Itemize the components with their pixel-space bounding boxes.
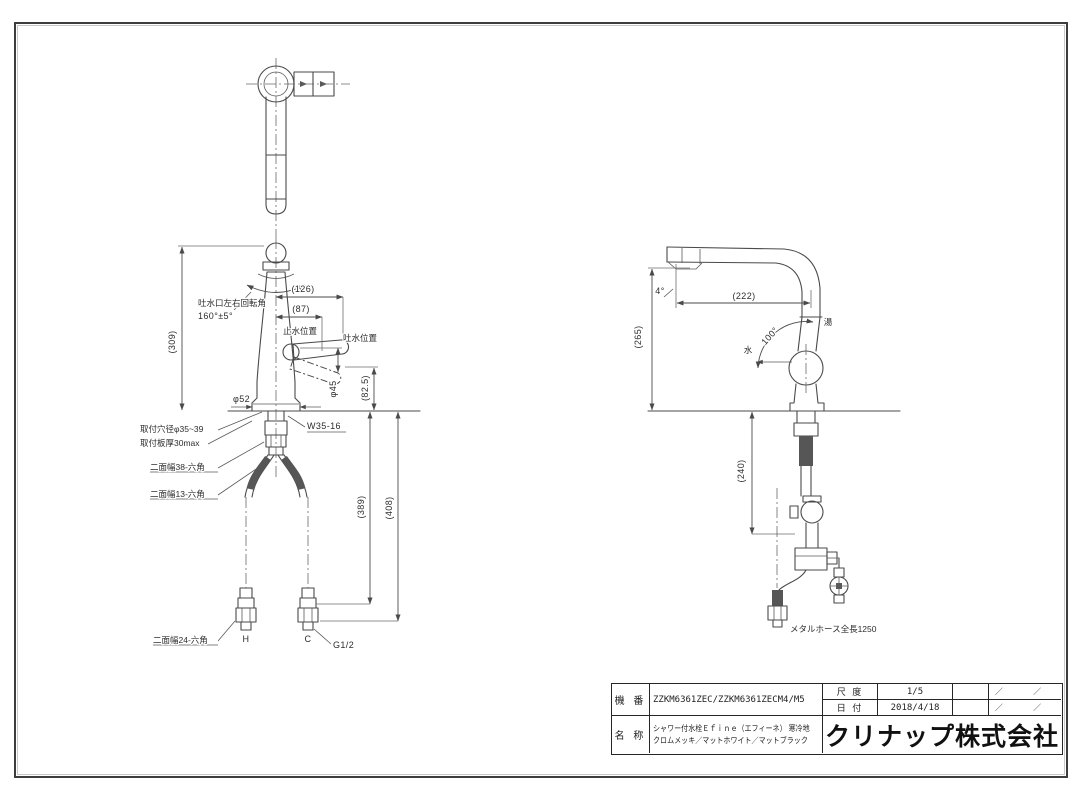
dim-phi45-label: φ45 bbox=[328, 380, 338, 397]
name-label: 名 称 bbox=[614, 731, 647, 742]
hot-water-label: 湯 bbox=[824, 317, 833, 327]
cold-label: C bbox=[305, 634, 312, 644]
title-block: 機 番 ZZKM6361ZEC/ZZKM6361ZECM4/M5 尺 度 1/5… bbox=[611, 683, 1063, 755]
w35-16-label: W35-16 bbox=[307, 421, 341, 431]
mount-thickness-label: 取付板厚30max bbox=[140, 438, 200, 448]
model-number-value: ZZKM6361ZEC/ZZKM6361ZECM4/M5 bbox=[653, 694, 805, 705]
scale-label: 尺 度 bbox=[836, 687, 864, 697]
dim-408-label: (408) bbox=[384, 496, 394, 519]
g12-label: G1/2 bbox=[333, 640, 354, 650]
sheet-border bbox=[14, 22, 1068, 778]
rotation-note-line2: 160°±5° bbox=[198, 311, 233, 321]
discharge-position-label: 吐水位置 bbox=[343, 333, 378, 343]
plan-view bbox=[246, 58, 350, 238]
mount-hole-label: 取付穴径φ35~39 bbox=[140, 424, 204, 434]
hot-connector bbox=[235, 587, 257, 631]
hot-label: H bbox=[243, 634, 250, 644]
scale-value: 1/5 bbox=[906, 686, 924, 697]
angle-4-label: 4° bbox=[655, 286, 664, 296]
approval-marks-row1: ／ ／ bbox=[994, 687, 1056, 696]
date-label: 日 付 bbox=[836, 703, 864, 713]
approval-marks-row2: ／ ／ bbox=[994, 703, 1056, 712]
angle-100-label: 100° bbox=[759, 325, 780, 347]
metal-hose-label: メタルホース全長1250 bbox=[790, 624, 877, 634]
dim-825-label: (82.5) bbox=[360, 375, 370, 401]
dim-309-label: (309) bbox=[167, 330, 177, 353]
dim-126-label: (126) bbox=[291, 284, 314, 294]
dim-265-label: (265) bbox=[633, 325, 643, 348]
cold-connector bbox=[297, 587, 319, 631]
dim-240-label: (240) bbox=[736, 459, 746, 482]
front-view: 吐水口左右回転角 160°±5° (126) (87) 止水位置 吐水位置 (3… bbox=[139, 238, 421, 651]
hex24-label: 二面幅24-六角 bbox=[153, 635, 208, 645]
dim-389-label: (389) bbox=[356, 495, 366, 518]
date-value: 2018/4/18 bbox=[890, 702, 940, 713]
product-name-line1: シャワー付水栓Ｅｆｉｎｅ（エフィーネ） 寒冷地 bbox=[653, 723, 810, 733]
dim-87-label: (87) bbox=[292, 304, 310, 314]
cold-water-label: 水 bbox=[744, 345, 753, 355]
side-view: 4° (222) (265) 100° 水 湯 (240) メタルホース全長12… bbox=[632, 246, 901, 635]
stop-position-label: 止水位置 bbox=[283, 326, 318, 336]
rotation-note-line1: 吐水口左右回転角 bbox=[198, 298, 266, 308]
model-number-label: 機 番 bbox=[614, 696, 647, 707]
product-name-line2: クロムメッキ／マットホワイト／マットブラック bbox=[653, 735, 808, 745]
company-name: クリナップ株式会社 bbox=[824, 722, 1059, 751]
product-name: シャワー付水栓Ｅｆｉｎｅ（エフィーネ） 寒冷地 クロムメッキ／マットホワイト／マ… bbox=[653, 716, 822, 753]
dim-phi52-label: φ52 bbox=[233, 394, 250, 404]
hex13-label: 二面幅13-六角 bbox=[150, 489, 205, 499]
dim-222-label: (222) bbox=[732, 291, 755, 301]
hex38-label: 二面幅38-六角 bbox=[150, 462, 205, 472]
